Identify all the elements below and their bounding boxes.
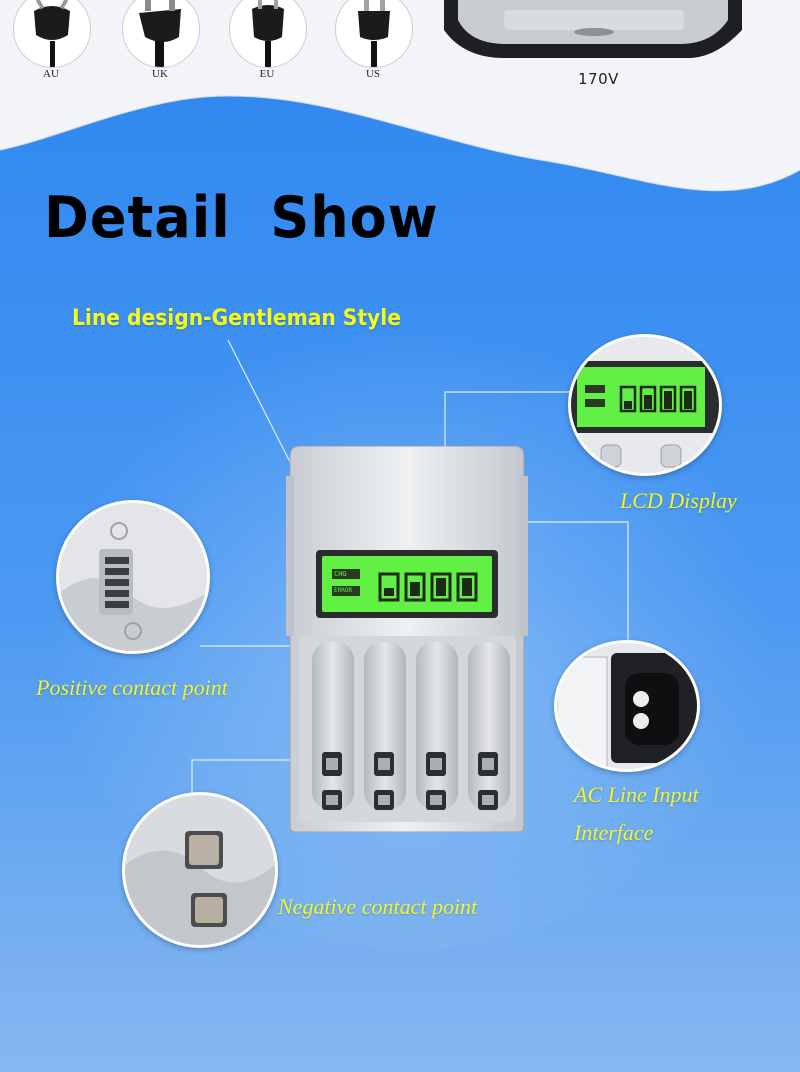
plug-label-us: US (365, 68, 381, 80)
ac-input-label-line2: Interface (574, 820, 654, 845)
plug-label-au: AU (43, 68, 59, 80)
charger-image (282, 446, 532, 832)
positive-contact-zoom-image (56, 500, 210, 654)
style-callout-line (227, 339, 291, 463)
negative-contact-zoom-image (122, 792, 278, 948)
lcd-chg-label: CHG (334, 570, 347, 578)
page-title: Detail Show (44, 184, 439, 251)
au-plug-icon (13, 0, 91, 68)
plug-label-eu: EU (259, 68, 275, 80)
plug-label-uk: UK (152, 68, 168, 80)
lcd-error-label: ERROR (334, 587, 353, 594)
lcd-display-label: LCD Display (620, 488, 737, 513)
voltage-device-image (444, 0, 742, 58)
ac-input-callout-line (528, 521, 629, 640)
positive-contact-label: Positive contact point (36, 675, 228, 700)
voltage-label: 170V (578, 70, 619, 88)
negative-callout-line (191, 759, 330, 800)
negative-contact-label: Negative contact point (278, 894, 478, 919)
us-plug-icon (335, 0, 413, 68)
ac-input-label-line1: AC Line Input (574, 782, 699, 807)
ac-input-zoom-image (554, 640, 700, 772)
eu-plug-icon (229, 0, 307, 68)
uk-plug-icon (122, 0, 200, 68)
subheading: Line design-Gentleman Style (72, 306, 401, 331)
lcd-zoom-image (568, 334, 722, 476)
